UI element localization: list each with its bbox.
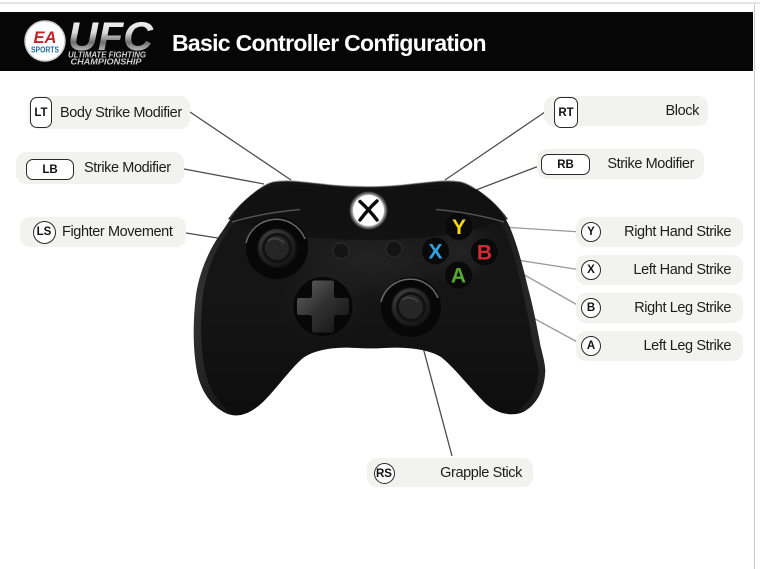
svg-text:X: X <box>428 241 442 264</box>
svg-text:CHAMPIONSHIP: CHAMPIONSHIP <box>71 58 143 67</box>
svg-text:ULTIMATE FIGHTING: ULTIMATE FIGHTING <box>68 51 146 60</box>
svg-text:B: B <box>477 242 492 265</box>
svg-text:Y: Y <box>452 216 466 239</box>
svg-text:UFC: UFC <box>68 15 154 59</box>
svg-text:A: A <box>451 265 466 288</box>
svg-text:SPORTS: SPORTS <box>31 46 59 55</box>
svg-text:EA: EA <box>34 29 57 47</box>
